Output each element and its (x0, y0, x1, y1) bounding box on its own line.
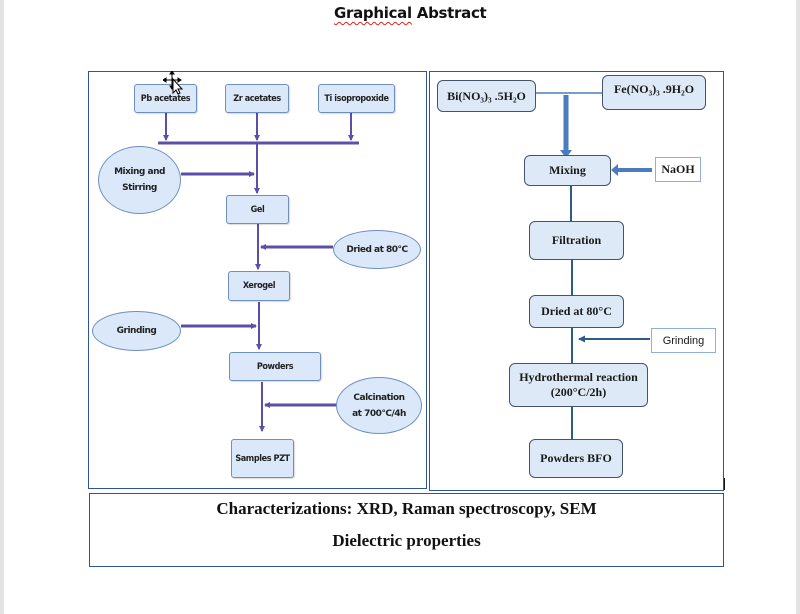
step-dried-80c[interactable]: Dried at 80°C (529, 295, 624, 328)
step-powders[interactable]: Powders (229, 352, 321, 381)
characterization-techniques: Characterizations: XRD, Raman spectrosco… (216, 499, 597, 518)
step-mixing[interactable]: Mixing (524, 155, 611, 186)
precursor-zr-acetates[interactable]: Zr acetates (225, 84, 289, 113)
document-title[interactable]: Graphical Abstract (334, 4, 487, 22)
step-powders-bfo[interactable]: Powders BFO (529, 439, 623, 478)
text-cursor (724, 478, 725, 490)
step-gel[interactable]: Gel (226, 195, 289, 224)
precursor-iron-nitrate[interactable]: Fe(NO₃)₃ .9H₂O (602, 75, 706, 110)
addition-grinding[interactable]: Grinding (651, 328, 716, 353)
step-xerogel[interactable]: Xerogel (228, 271, 290, 301)
precursor-pb-acetates[interactable]: Pb acetates (134, 84, 197, 113)
title-word-graphical: Graphical (334, 4, 412, 22)
bfo-synthesis-panel (429, 71, 724, 491)
title-word-abstract: Abstract (416, 4, 487, 22)
page-margin-left (0, 0, 4, 614)
step-samples-pzt[interactable]: Samples PZT (231, 439, 294, 478)
treatment-mixing-line1: Mixing and (114, 167, 165, 177)
move-cursor-icon (163, 71, 184, 95)
treatment-dried-80c[interactable]: Dried at 80°C (333, 230, 421, 269)
addition-naoh[interactable]: NaOH (655, 157, 701, 182)
treatment-calcination[interactable]: Calcination at 700°C/4h (336, 377, 422, 434)
hydrothermal-line2: (200°C/2h) (550, 385, 607, 399)
step-hydrothermal-reaction[interactable]: Hydrothermal reaction (200°C/2h) (509, 363, 648, 407)
treatment-mixing-stirring[interactable]: Mixing and Stirring (98, 146, 181, 214)
step-filtration[interactable]: Filtration (529, 221, 624, 260)
characterization-properties: Dielectric properties (332, 531, 481, 550)
precursor-bismuth-nitrate[interactable]: Bi(NO₃)₃ .5H₂O (437, 80, 536, 112)
precursor-ti-isopropoxide[interactable]: Ti isopropoxide (318, 84, 395, 113)
page-margin-right (796, 0, 800, 614)
treatment-calcination-line1: Calcination (353, 392, 405, 403)
treatment-grinding[interactable]: Grinding (92, 311, 181, 351)
treatment-calcination-line2: at 700°C/4h (352, 408, 406, 419)
characterization-panel: Characterizations: XRD, Raman spectrosco… (89, 493, 724, 567)
hydrothermal-line1: Hydrothermal reaction (519, 370, 638, 384)
treatment-mixing-line2: Stirring (122, 183, 157, 193)
